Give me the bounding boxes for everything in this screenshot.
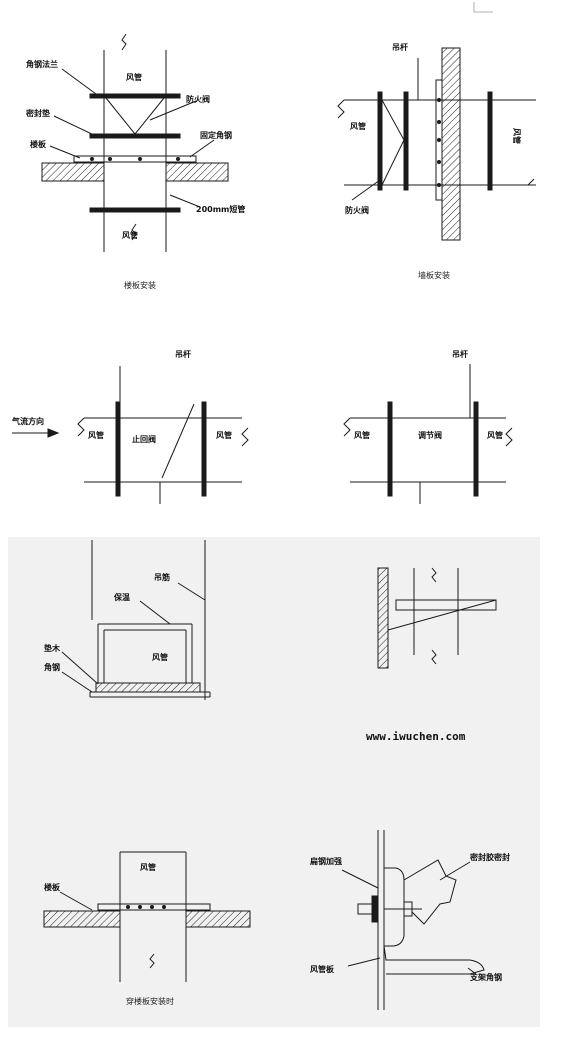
fig7-duct-label: 风管 xyxy=(140,862,156,872)
fig2-duct-right-label: 风管 xyxy=(512,128,522,144)
fig2-caption: 墙板安装 xyxy=(418,270,450,280)
fig8-bracket-angle-label: 支架角钢 xyxy=(469,972,502,982)
fig1-seal-gasket-label: 密封垫 xyxy=(25,108,50,118)
lower-panel-background xyxy=(8,537,540,1027)
fig1-caption: 楼板安装 xyxy=(124,280,156,290)
fig8-flat-steel-label: 扁钢加强 xyxy=(310,856,342,866)
fig4-duct-left-label: 风管 xyxy=(354,430,370,440)
fig3-duct-left-label: 风管 xyxy=(88,430,104,440)
fig2-duct-left-label: 风管 xyxy=(350,121,366,131)
fig1-duct-top-label: 风管 xyxy=(126,72,142,82)
fig1-duct-bottom-label: 风管 xyxy=(122,230,138,240)
fig5-wood-pad-label: 垫木 xyxy=(44,643,61,653)
fig1-fixed-angle-label: 固定角钢 xyxy=(200,130,232,140)
fig2-wall-install xyxy=(337,47,536,241)
watermark-url: www.iwuchen.com xyxy=(366,730,466,743)
fig6-wall-bracket xyxy=(377,567,497,669)
fig8-flange-detail xyxy=(341,830,485,1010)
fig1-floor-install xyxy=(41,33,229,252)
fig1-fire-damper-label: 防火阀 xyxy=(186,94,210,104)
fig5-hanger-support xyxy=(61,540,211,700)
fig4-regulating-valve-label: 调节阀 xyxy=(418,430,442,440)
fig3-check-valve-label: 止回阀 xyxy=(132,434,156,444)
fig2-hanger-label: 吊杆 xyxy=(392,42,408,52)
fig2-fire-damper-label: 防火阀 xyxy=(345,205,369,215)
fig3-check-valve xyxy=(12,366,249,504)
fig3-hanger-label: 吊杆 xyxy=(175,349,191,359)
fig4-hanger-label: 吊杆 xyxy=(452,349,468,359)
fig4-regulating-valve xyxy=(343,364,513,504)
fig8-sealant-label: 密封胶密封 xyxy=(469,852,510,862)
fig4-duct-right-label: 风管 xyxy=(487,430,503,440)
fig7-caption: 穿楼板安装时 xyxy=(126,996,174,1006)
fig8-duct-plate-label: 风管板 xyxy=(310,964,335,974)
fig7-floor-slab-label: 楼板 xyxy=(44,882,61,892)
fig7-through-slab xyxy=(43,851,251,982)
fig3-duct-right-label: 风管 xyxy=(216,430,232,440)
fig5-duct-label: 风管 xyxy=(152,652,168,662)
fig3-airflow-label: 气流方向 xyxy=(11,416,44,426)
fig1-short-pipe-label: 200mm短管 xyxy=(196,204,245,214)
fig5-hanger-bar-label: 吊筋 xyxy=(154,572,170,582)
fig1-floor-slab-label: 楼板 xyxy=(30,139,47,149)
fig1-angle-flange-label: 角钢法兰 xyxy=(26,59,58,69)
fig5-angle-steel-label: 角钢 xyxy=(44,662,60,672)
fig5-insulation-label: 保温 xyxy=(113,592,130,602)
corner-mark xyxy=(473,2,493,13)
